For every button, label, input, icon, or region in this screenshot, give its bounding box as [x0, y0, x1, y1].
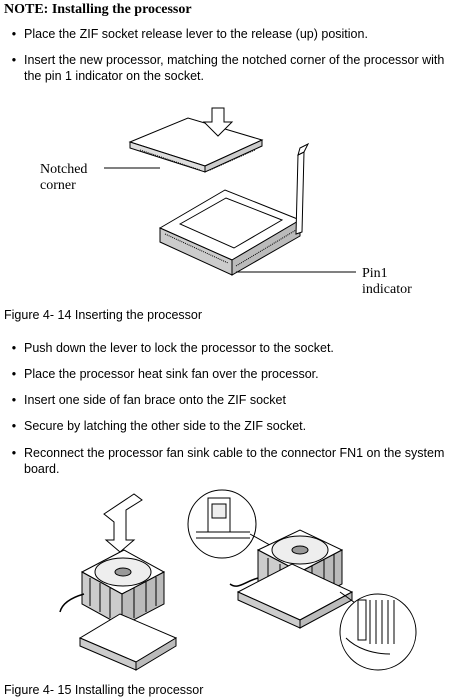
- zif-socket: [158, 189, 302, 276]
- bullet-text: Reconnect the processor fan sink cable t…: [24, 446, 445, 476]
- bullet-dot: •: [11, 419, 17, 433]
- bullet-text: Insert the new processor, matching the n…: [24, 53, 445, 83]
- notched-corner-label: Notched corner: [40, 162, 87, 190]
- fan-cable: [229, 577, 259, 587]
- bullet-text: Insert one side of fan brace onto the ZI…: [24, 393, 286, 407]
- pin1-label-line2: indicator: [362, 282, 412, 294]
- notched-label-line1: Notched: [40, 162, 88, 177]
- bullet-text: Push down the lever to lock the processo…: [24, 341, 334, 355]
- heat-sink-fan-left: [80, 549, 166, 627]
- pin1-label-line1: Pin1: [362, 266, 388, 281]
- bullet-dot: •: [11, 367, 17, 381]
- bullet-dot: •: [11, 341, 17, 355]
- bullet-text: Place the processor heat sink fan over t…: [24, 367, 319, 381]
- notched-label-line2: corner: [40, 178, 76, 190]
- pin1-indicator-label: Pin1 indicator: [362, 266, 412, 294]
- heat-sink-installation-diagram: [59, 489, 417, 671]
- bullet-dot: •: [11, 446, 17, 460]
- zif-socket-left: [78, 613, 178, 671]
- note-title: NOTE: Installing the processor: [4, 2, 192, 17]
- figure-caption: Figure 4- 14 Inserting the processor: [4, 308, 203, 322]
- figure-caption: Figure 4- 15 Installing the processor: [4, 683, 204, 697]
- down-arrow-icon: [202, 107, 234, 137]
- down-arrow-icon: [103, 493, 143, 553]
- bullet-text: Secure by latching the other side to the…: [24, 419, 307, 433]
- fan-cable: [59, 593, 85, 613]
- processor-chip: [128, 117, 264, 173]
- bullet-dot: •: [11, 27, 17, 41]
- latch-detail-circle: [339, 593, 417, 671]
- brace-detail-circle: [187, 489, 257, 559]
- bullet-text: Place the ZIF socket release lever to th…: [24, 27, 368, 41]
- bullet-dot: •: [11, 53, 17, 67]
- bullet-dot: •: [11, 393, 17, 407]
- processor-insertion-diagram: [104, 107, 356, 276]
- zif-socket-right: [236, 563, 354, 629]
- release-lever: [295, 142, 310, 235]
